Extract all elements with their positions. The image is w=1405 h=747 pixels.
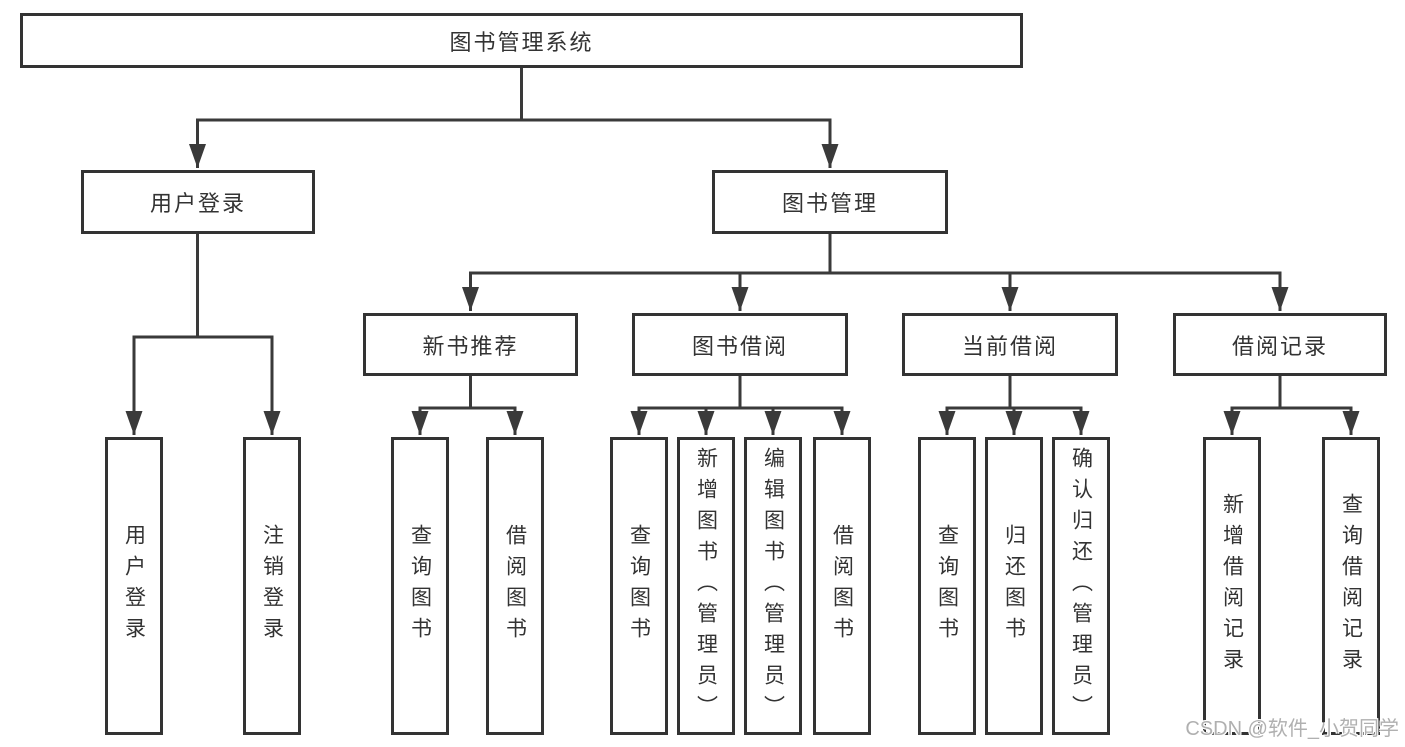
leaf-borrow-edit-books-admin: 编辑图书（管理员） bbox=[744, 437, 802, 735]
node-borrowing-records: 借阅记录 bbox=[1173, 313, 1387, 376]
connector-user-login bbox=[125, 234, 281, 435]
leaf-user-login-label: 用户登录 bbox=[122, 524, 146, 648]
leaf-current-query-books: 查询图书 bbox=[918, 437, 976, 735]
leaf-records-add-borrow-record-label: 新增借阅记录 bbox=[1220, 493, 1244, 679]
node-book-management: 图书管理 bbox=[712, 170, 948, 234]
node-user-login-label: 用户登录 bbox=[149, 191, 246, 216]
connector-book-management bbox=[462, 234, 1289, 311]
leaf-records-query-borrow-record-label: 查询借阅记录 bbox=[1339, 493, 1363, 679]
leaf-borrow-query-books: 查询图书 bbox=[610, 437, 668, 735]
connector-new-book-recommendation bbox=[411, 376, 524, 435]
leaf-recommend-borrow-books-label: 借阅图书 bbox=[503, 524, 527, 648]
leaf-borrow-query-books-label: 查询图书 bbox=[627, 524, 651, 648]
leaf-logout-login-label: 注销登录 bbox=[260, 524, 284, 648]
leaf-borrow-add-books-admin-label: 新增图书（管理员） bbox=[694, 446, 718, 726]
node-book-borrowing: 图书借阅 bbox=[632, 313, 848, 376]
leaf-borrow-borrow-books-label: 借阅图书 bbox=[830, 524, 854, 648]
node-current-borrowing-label: 当前借阅 bbox=[961, 333, 1058, 359]
leaf-recommend-query-books-label: 查询图书 bbox=[408, 524, 432, 648]
leaf-current-confirm-return-admin: 确认归还（管理员） bbox=[1052, 437, 1110, 735]
leaf-current-query-books-label: 查询图书 bbox=[935, 524, 959, 648]
leaf-current-return-books-label: 归还图书 bbox=[1002, 524, 1026, 648]
leaf-borrow-edit-books-admin-label: 编辑图书（管理员） bbox=[761, 446, 785, 726]
leaf-records-add-borrow-record: 新增借阅记录 bbox=[1203, 437, 1261, 735]
leaf-recommend-query-books: 查询图书 bbox=[391, 437, 449, 735]
leaf-records-query-borrow-record: 查询借阅记录 bbox=[1322, 437, 1380, 735]
node-library-system: 图书管理系统 bbox=[20, 13, 1023, 68]
node-borrowing-records-label: 借阅记录 bbox=[1231, 333, 1328, 359]
node-user-login: 用户登录 bbox=[81, 170, 315, 234]
connector-book-borrowing bbox=[630, 376, 851, 435]
node-book-borrowing-label: 图书借阅 bbox=[691, 333, 788, 359]
connector-borrowing-records bbox=[1223, 376, 1360, 435]
node-current-borrowing: 当前借阅 bbox=[902, 313, 1118, 376]
node-book-management-label: 图书管理 bbox=[781, 191, 878, 216]
leaf-borrow-borrow-books: 借阅图书 bbox=[813, 437, 871, 735]
leaf-recommend-borrow-books: 借阅图书 bbox=[486, 437, 544, 735]
leaf-borrow-add-books-admin: 新增图书（管理员） bbox=[677, 437, 735, 735]
connector-root bbox=[189, 66, 839, 168]
node-new-book-recommendation: 新书推荐 bbox=[363, 313, 578, 376]
leaf-user-login: 用户登录 bbox=[105, 437, 163, 735]
leaf-current-return-books: 归还图书 bbox=[985, 437, 1043, 735]
leaf-current-confirm-return-admin-label: 确认归还（管理员） bbox=[1069, 446, 1093, 726]
leaf-logout-login: 注销登录 bbox=[243, 437, 301, 735]
node-new-book-recommendation-label: 新书推荐 bbox=[422, 333, 519, 359]
node-library-system-label: 图书管理系统 bbox=[449, 29, 594, 55]
connector-current-borrowing bbox=[938, 376, 1090, 435]
